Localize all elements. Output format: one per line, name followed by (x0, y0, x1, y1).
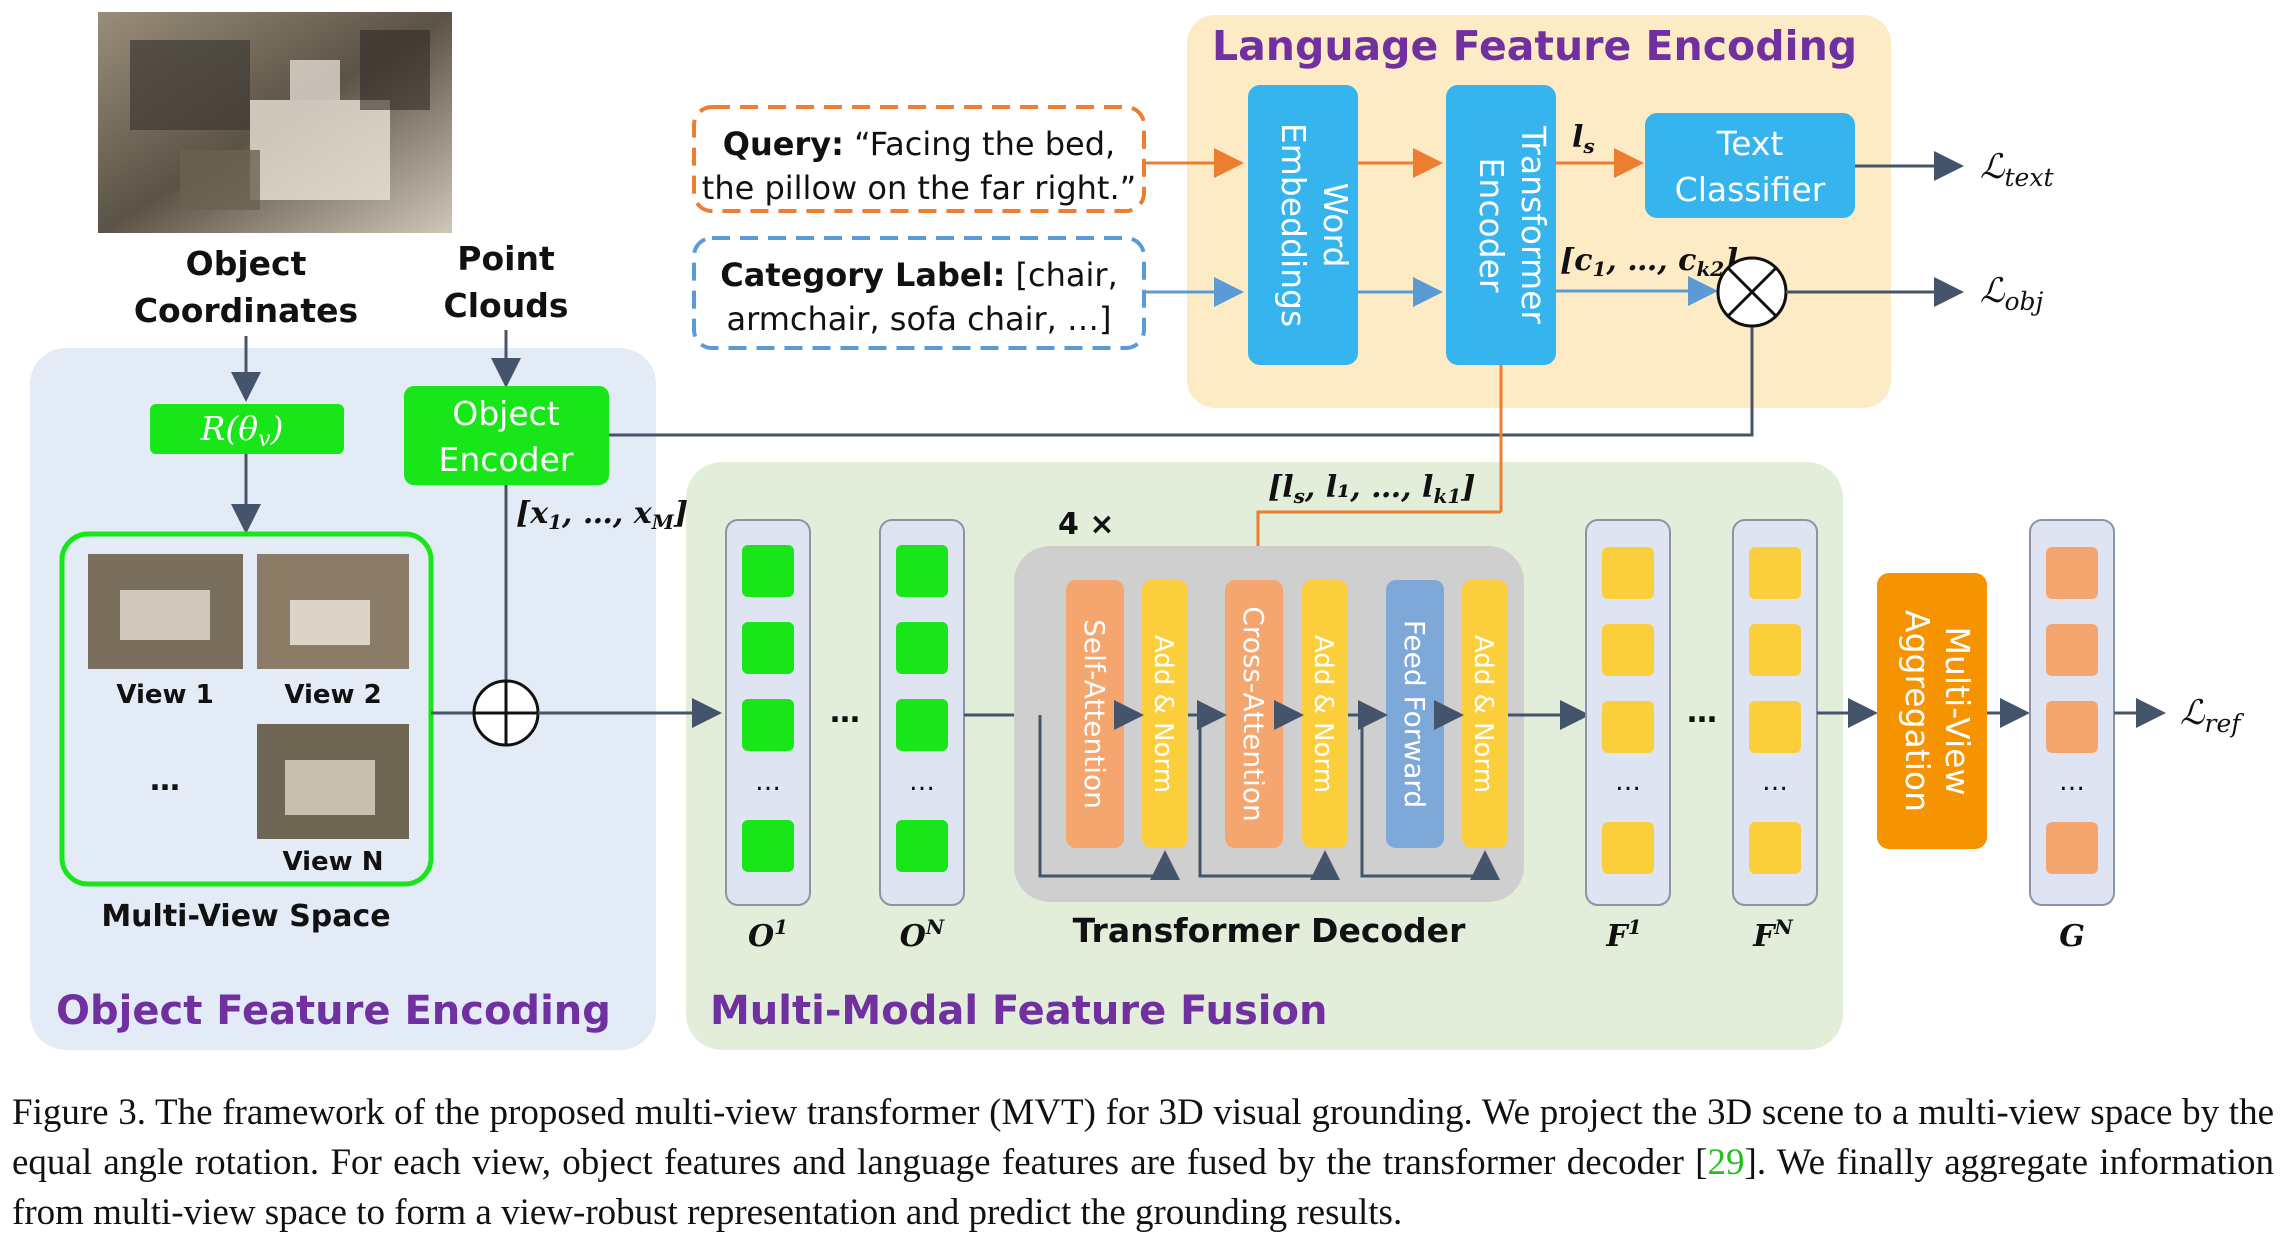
scene-image (98, 12, 452, 233)
multi-view-space-label: Multi-View Space (101, 899, 390, 934)
object-coordinates-label: Object Coordinates (134, 244, 358, 330)
view-2-label: View 2 (284, 680, 381, 710)
l-sequence-label: [ls, l₁, …, lk1] (1268, 470, 1475, 508)
transformer-encoder-block: Transformer Encoder (1446, 85, 1556, 365)
multiply-operator-icon (1716, 256, 1788, 328)
view-n-thumbnail (257, 724, 409, 839)
cross-attention-block: Cross-Attention (1225, 580, 1283, 848)
self-attention-block: Self-Attention (1066, 580, 1124, 848)
svg-text:Point: Point (457, 239, 555, 278)
svg-text:Cross-Attention: Cross-Attention (1237, 606, 1270, 821)
fusion-panel-title: Multi-Modal Feature Fusion (710, 988, 1327, 1034)
fn-feature-column: … (1732, 519, 1818, 906)
on-feature-column: … (879, 519, 965, 906)
svg-text:Embeddings: Embeddings (1274, 123, 1313, 327)
language-panel-title: Language Feature Encoding (1212, 22, 1857, 70)
svg-text:Text: Text (1716, 124, 1784, 163)
reference-link[interactable]: 29 (1707, 1142, 1745, 1183)
svg-text:Add & Norm: Add & Norm (1308, 635, 1338, 793)
g-feature-column: … (2029, 519, 2115, 906)
feed-forward-block: Feed Forward (1386, 580, 1444, 848)
svg-text:Multi-View: Multi-View (1938, 627, 1977, 796)
view-2-thumbnail (257, 554, 409, 669)
svg-text:Object: Object (452, 394, 560, 433)
text-classifier-block: Text Classifier (1645, 113, 1855, 218)
view-ellipsis: … (150, 763, 180, 798)
view-1-thumbnail (88, 554, 243, 669)
svg-text:Aggregation: Aggregation (1898, 610, 1937, 812)
transformer-decoder-label: Transformer Decoder (1073, 911, 1466, 950)
add-norm-block-1: Add & Norm (1142, 580, 1188, 848)
svg-text:Add & Norm: Add & Norm (1148, 635, 1178, 793)
svg-text:Object: Object (186, 244, 307, 283)
residual-3 (1360, 715, 1500, 880)
residual-2 (1198, 715, 1340, 880)
svg-text:…: … (1615, 767, 1641, 797)
rotation-block: R(θv) (150, 404, 344, 454)
svg-text:…: … (755, 767, 781, 797)
loss-text: ℒtext (1980, 147, 2054, 192)
svg-text:…: … (1762, 767, 1788, 797)
query-box: Query: “Facing the bed, the pillow on th… (692, 105, 1146, 213)
figure-caption: Figure 3. The framework of the proposed … (12, 1092, 2275, 1233)
on-label: ON (900, 915, 945, 954)
add-norm-block-2: Add & Norm (1302, 580, 1348, 848)
residual-1 (1038, 715, 1180, 880)
repeat-label: 4 × (1058, 507, 1114, 542)
loss-ref: ℒref (2180, 693, 2244, 738)
svg-text:Clouds: Clouds (444, 286, 569, 325)
svg-text:Encoder: Encoder (1472, 158, 1511, 293)
multi-view-space (59, 531, 434, 887)
add-norm-block-3: Add & Norm (1462, 580, 1508, 848)
svg-text:Encoder: Encoder (439, 440, 574, 479)
svg-text:Category Label: [chair,: Category Label: [chair, (720, 256, 1117, 294)
object-encoder-block: Object Encoder (404, 386, 609, 485)
line-encoder-to-multiply (609, 326, 1754, 437)
c-sequence-label: [c1, …, ck2] (1560, 243, 1738, 281)
point-clouds-label: Point Clouds (444, 239, 569, 325)
f1-feature-column: … (1585, 519, 1671, 906)
x-sequence-label: [x1, …, xM] (516, 496, 688, 534)
view-n-label: View N (282, 847, 383, 877)
word-embeddings-block: Word Embeddings (1248, 85, 1358, 365)
loss-obj: ℒobj (1980, 271, 2044, 316)
svg-text:Coordinates: Coordinates (134, 291, 358, 330)
object-panel-title: Object Feature Encoding (56, 988, 611, 1034)
svg-text:Classifier: Classifier (1675, 170, 1826, 209)
svg-text:R(θv): R(θv) (200, 409, 284, 452)
multi-view-aggregation-block: Multi-View Aggregation (1877, 573, 1987, 849)
object-panel (30, 348, 656, 1050)
svg-text:the pillow on the far right.”: the pillow on the far right.” (702, 169, 1136, 207)
svg-text:…: … (909, 767, 935, 797)
svg-text:Self-Attention: Self-Attention (1078, 619, 1111, 809)
g-label: G (2059, 919, 2085, 954)
svg-text:Word: Word (1316, 183, 1355, 268)
svg-text:Feed Forward: Feed Forward (1398, 620, 1431, 808)
svg-text:armchair, sofa chair, …]: armchair, sofa chair, …] (727, 300, 1112, 338)
svg-text:Query: “Facing the bed,: Query: “Facing the bed, (723, 125, 1115, 163)
view-1-label: View 1 (116, 680, 213, 710)
category-label-box: Category Label: [chair, armchair, sofa c… (692, 236, 1146, 350)
o-columns-ellipsis: … (830, 695, 860, 730)
svg-text:Transformer: Transformer (1514, 125, 1553, 324)
o1-feature-column: … (725, 519, 811, 906)
svg-text:…: … (2059, 767, 2085, 797)
svg-text:Add & Norm: Add & Norm (1468, 635, 1498, 793)
f-columns-ellipsis: … (1687, 695, 1717, 730)
add-operator-icon (472, 679, 540, 747)
